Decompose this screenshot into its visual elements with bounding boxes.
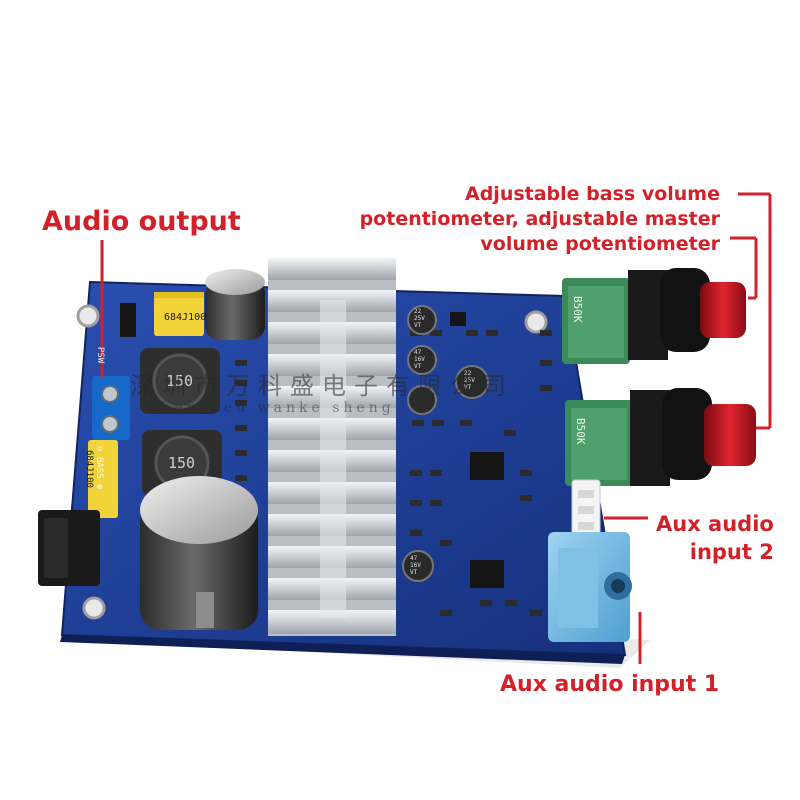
electrolytic-capacitor-top (205, 269, 265, 340)
psw-marking: PSW (95, 346, 106, 364)
master-volume-potentiometer (565, 388, 756, 486)
heatsink (268, 258, 396, 636)
label-aux-input-1: Aux audio input 1 (500, 672, 720, 697)
bass-marking: ⊖ BASS ⊕ (94, 446, 104, 490)
aux-input-1-jack (548, 532, 632, 642)
cap-code-2: 684J100 (84, 450, 94, 488)
inductor-1 (140, 348, 220, 414)
electrolytic-capacitor-main (140, 476, 258, 630)
label-aux2-line-1: Aux audio (656, 512, 774, 536)
aux-input-2-header (571, 479, 601, 537)
label-aux2-line-2: input 2 (689, 540, 774, 564)
label-pots-line-2: potentiometer, adjustable master (359, 208, 720, 230)
pot-code-2: B50K (574, 418, 587, 445)
cap-code-1: 684J100 (164, 312, 207, 323)
dc-power-jack (38, 510, 100, 586)
smd-components (235, 330, 552, 616)
watermark-latin: shenzhen wanke sheng (150, 400, 395, 416)
audio-output-terminal (92, 376, 130, 440)
label-pots-line-1: Adjustable bass volume (465, 183, 720, 205)
watermark-cjk: 深圳市万科盛电子有限公司 (130, 372, 514, 400)
bass-potentiometer (562, 268, 746, 364)
vol-marking: VOL (605, 366, 616, 384)
label-pots-line-3: volume potentiometer (480, 233, 720, 255)
ic-chips (120, 303, 504, 588)
film-capacitor-2 (88, 440, 118, 518)
pot-code-1: B50K (571, 296, 584, 323)
small-capacitors (402, 305, 489, 582)
label-aux-input-2: Aux audio input 2 (656, 510, 774, 566)
annotation-lines (100, 192, 772, 664)
film-capacitor-1 (154, 292, 204, 336)
inductor-code-1: 150 (166, 372, 194, 390)
label-audio-output: Audio output (42, 206, 241, 237)
inductor-code-2: 150 (168, 454, 196, 472)
label-bass-master-pots: Adjustable bass volume potentiometer, ad… (360, 182, 720, 257)
pcb-edge (60, 635, 625, 664)
